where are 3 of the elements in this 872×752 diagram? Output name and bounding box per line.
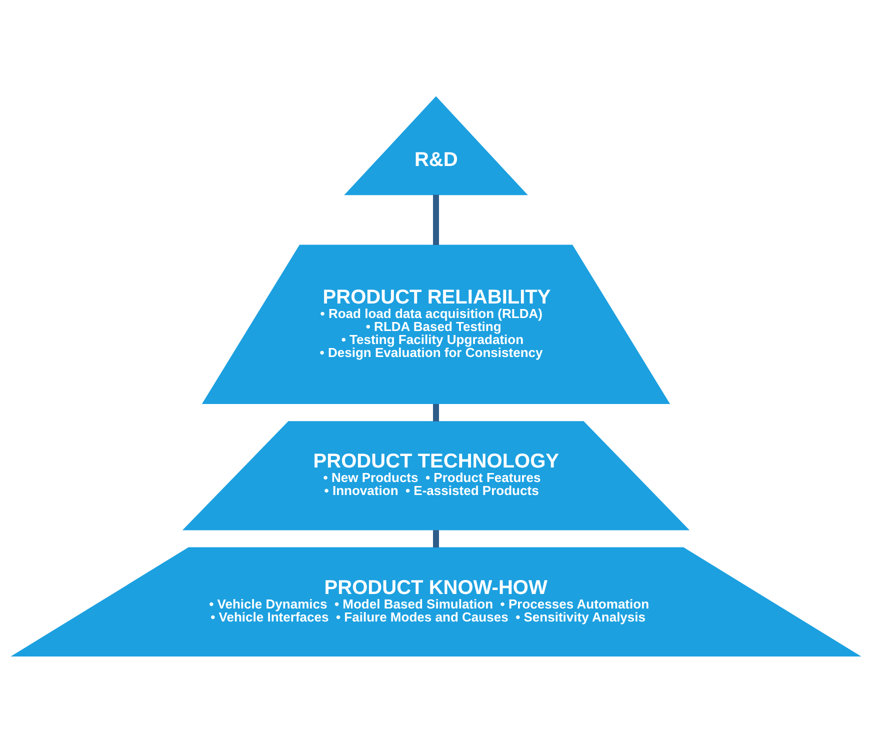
connector <box>433 530 439 548</box>
connector <box>433 403 439 421</box>
connector <box>433 194 439 244</box>
